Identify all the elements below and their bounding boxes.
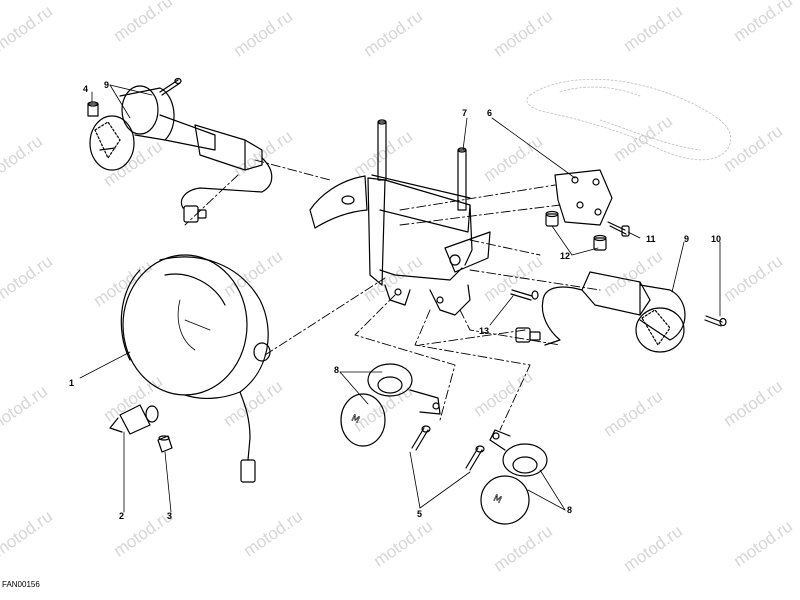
frame-outline-sketch — [526, 78, 732, 161]
svg-text:M: M — [350, 414, 361, 426]
callout-2: 2 — [119, 511, 125, 521]
mounting-plate — [554, 169, 613, 226]
horn-right: M — [480, 429, 548, 525]
left-turn-signal — [119, 85, 273, 223]
bolts-part-5 — [411, 425, 485, 471]
right-turn-signal — [515, 271, 686, 353]
rubber-grommets — [545, 210, 607, 251]
headlight-bulb-part-2 — [109, 404, 159, 435]
callout-12: 12 — [560, 251, 571, 261]
drawing-code: FAN00156 — [2, 580, 40, 589]
small-bulb-part-4 — [87, 101, 99, 117]
position-bulb-part-3 — [157, 435, 173, 453]
callout-9-right: 9 — [684, 234, 690, 244]
callout-4: 4 — [83, 84, 89, 94]
screw-part-11 — [607, 221, 630, 237]
callout-13: 13 — [479, 326, 490, 336]
headlight-bracket — [309, 119, 491, 316]
left-turn-signal-lens — [89, 115, 135, 171]
callout-8-right: 8 — [567, 505, 573, 515]
headlight — [120, 254, 271, 483]
callout-11: 11 — [646, 234, 656, 244]
svg-text:M: M — [492, 494, 503, 506]
callout-leaders — [79, 84, 721, 513]
leader-lines — [184, 159, 601, 431]
callout-3: 3 — [167, 511, 173, 521]
screw-part-10 — [704, 315, 727, 327]
callout-8-left: 8 — [334, 365, 340, 375]
callout-5: 5 — [417, 509, 423, 519]
callout-10: 10 — [711, 234, 722, 244]
screw-top-left — [159, 77, 182, 96]
callout-1: 1 — [69, 378, 75, 388]
horn-left: M — [340, 363, 441, 447]
screw-part-13 — [510, 289, 539, 301]
callout-9-left: 9 — [104, 80, 110, 90]
callout-7: 7 — [462, 108, 468, 118]
callout-6: 6 — [487, 108, 493, 118]
